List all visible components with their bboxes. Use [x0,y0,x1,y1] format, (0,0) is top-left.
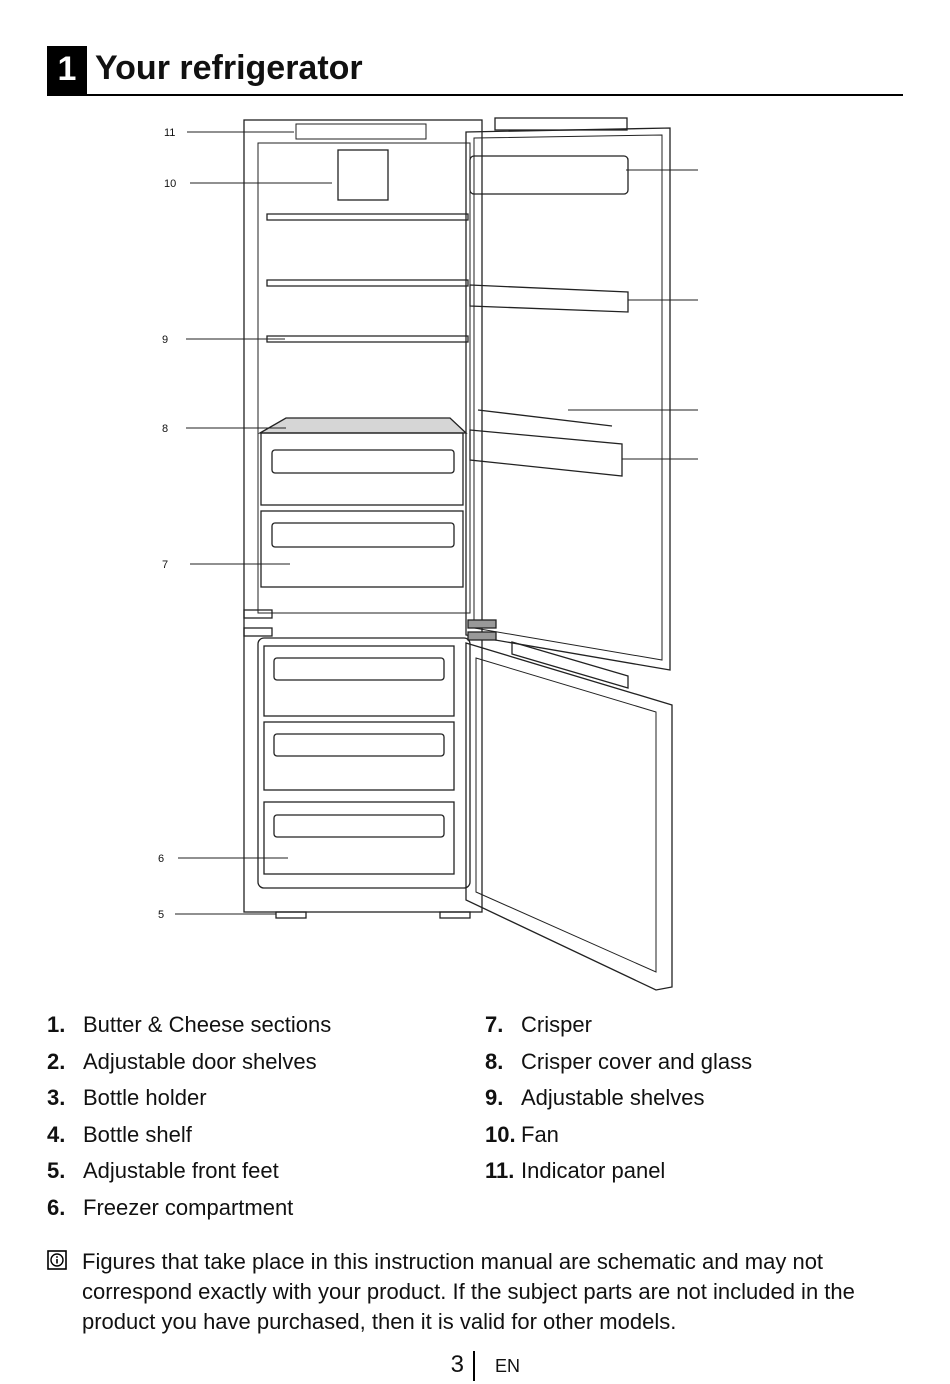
item-label: Adjustable door shelves [83,1048,317,1074]
item-number: 8. [485,1048,504,1074]
item-number: 6. [47,1194,66,1220]
list-item: 2. Adjustable door shelves [47,1047,331,1084]
item-label: Freezer compartment [83,1194,294,1220]
item-label: Bottle shelf [83,1121,192,1147]
page-number: 3 [450,1351,464,1378]
callout-11: 11 [164,127,175,139]
section-header: 1 Your refrigerator [47,46,903,96]
note-text: Figures that take place in this instruct… [82,1249,855,1334]
section-number: 1 [47,46,87,94]
page-footer: 3 EN [0,1350,950,1382]
page-title: Your refrigerator [95,49,363,87]
parts-list-left: 1. Butter & Cheese sections 2. Adjustable … [47,1010,331,1229]
footer-divider [473,1351,475,1381]
info-note: Figures that take place in this instruct… [47,1247,907,1337]
callout-6: 6 [158,853,164,865]
item-label: Butter & Cheese sections [83,1012,332,1037]
item-label: Bottle holder [83,1085,207,1110]
item-number: 5. [47,1158,66,1183]
list-item: 8. Crisper cover and glass [485,1047,752,1084]
list-item: 6. Freezer compartment [47,1193,331,1230]
callout-5: 5 [158,909,164,921]
callout-10: 10 [164,178,176,190]
list-item: 1. Butter & Cheese sections [47,1010,331,1047]
item-number: 1. [47,1012,66,1037]
item-number: 7. [485,1012,504,1037]
list-item: 7. Crisper [485,1010,752,1047]
list-item: 5. Adjustable front feet [47,1156,331,1193]
item-label: Crisper cover and glass [521,1048,753,1074]
list-item: 4. Bottle shelf [47,1120,331,1157]
list-item: 3. Bottle holder [47,1083,331,1120]
refrigerator-diagram: 11 10 9 8 7 6 5 1 2 3 4 [158,117,698,991]
item-label: Crisper [521,1012,592,1037]
item-label: Fan [521,1121,559,1147]
item-number: 3. [47,1085,66,1110]
list-item: 11.Indicator panel [485,1156,752,1193]
callout-9: 9 [162,334,168,346]
item-number: 2. [47,1048,66,1074]
item-number: 4. [47,1121,66,1147]
list-item: 9. Adjustable shelves [485,1083,752,1120]
item-number: 11. [485,1158,515,1183]
item-label: Adjustable front feet [83,1158,279,1183]
item-number: 10. [485,1121,516,1147]
item-number: 9. [485,1085,504,1110]
item-label: Indicator panel [521,1158,666,1183]
parts-list-right: 7. Crisper 8. Crisper cover and glass 9. Ad… [485,1010,752,1193]
callout-7: 7 [162,559,168,571]
item-label: Adjustable shelves [521,1085,705,1110]
list-item: 10.Fan [485,1120,752,1157]
callout-8: 8 [162,423,168,435]
info-icon [47,1250,67,1270]
language-code: EN [495,1356,521,1376]
